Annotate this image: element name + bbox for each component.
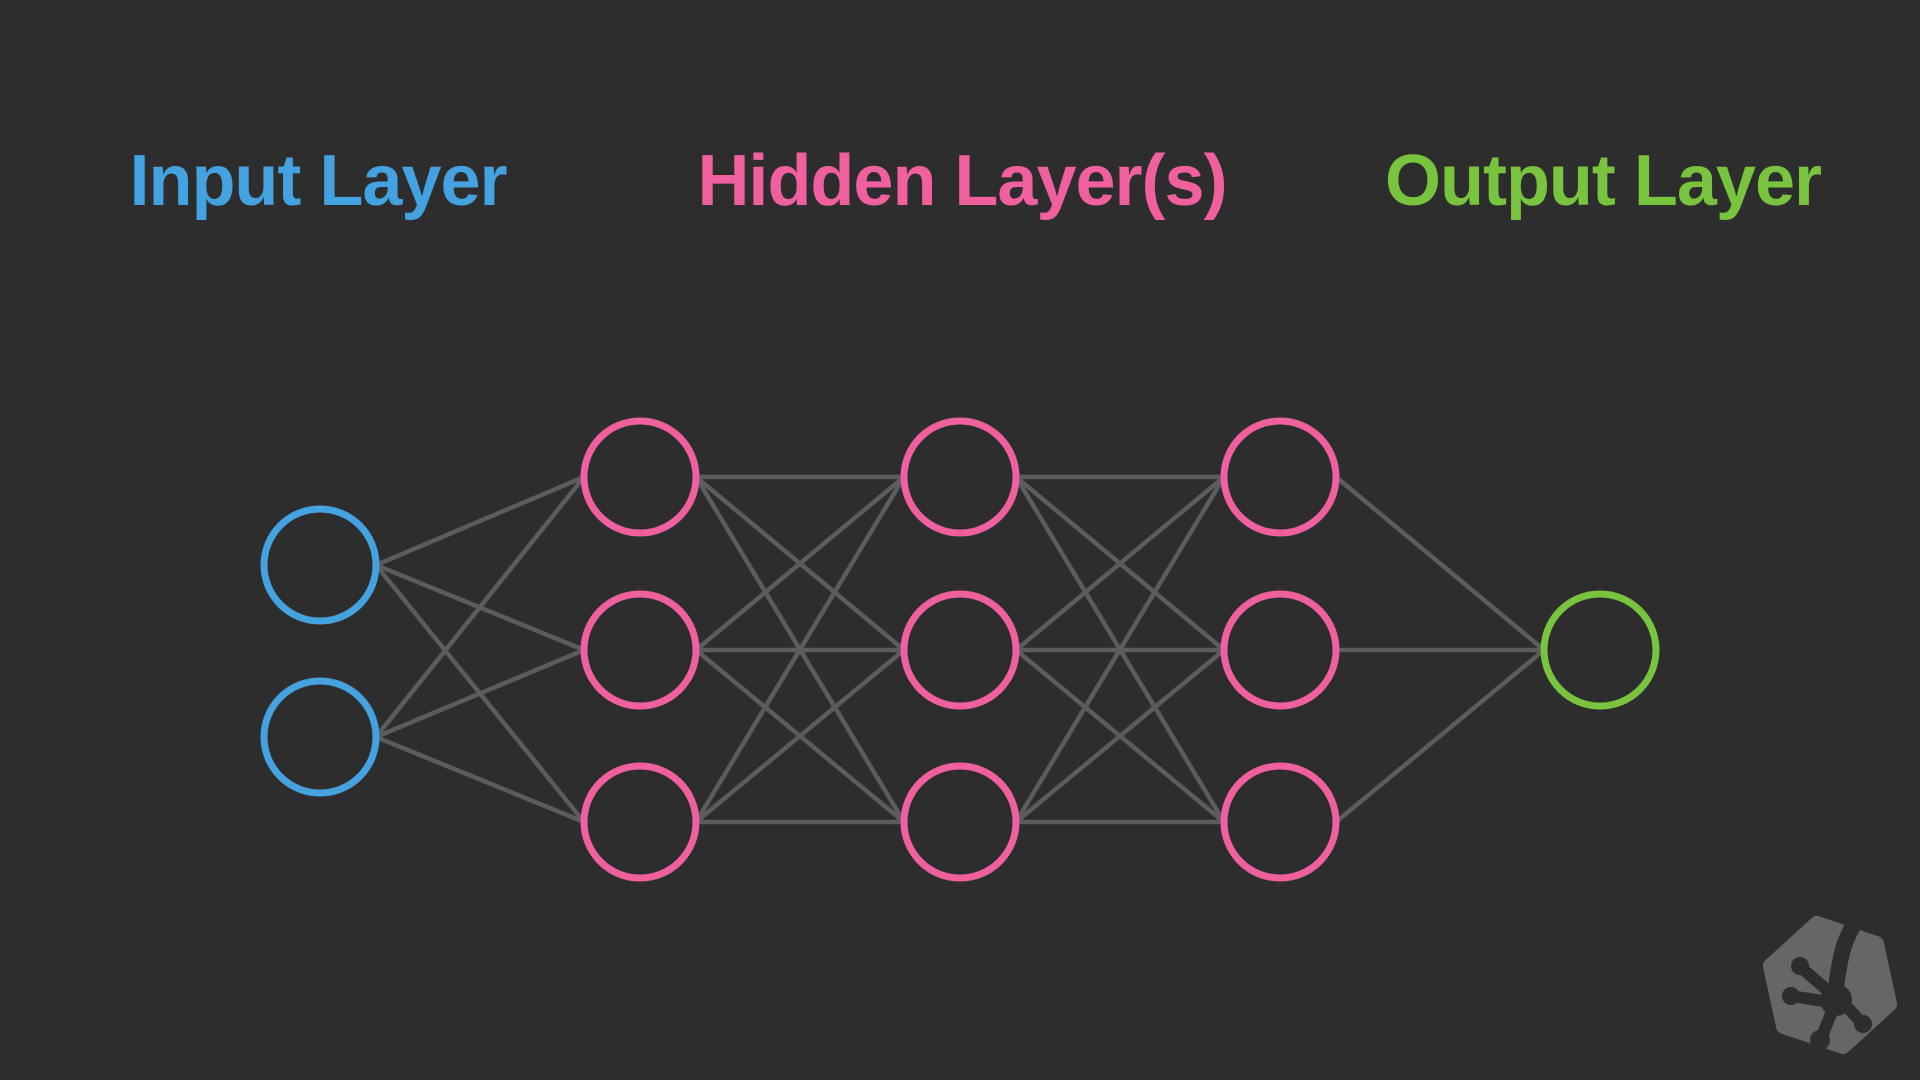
hidden-layer-2-node-1 [900,417,1020,537]
hidden-layer-3-node-1 [1220,417,1340,537]
output-layer-title: Output Layer [1384,141,1822,221]
output-layer-node-1 [1540,590,1660,710]
edge-hidden-layer-1-to-hidden-layer-2 [694,475,906,652]
edge-hidden-layer-2-to-hidden-layer-3 [1014,475,1226,824]
network-nodes [260,417,1660,882]
logo-footprint-cutout [1791,903,1876,1042]
edge-input-layer-to-hidden-layer-1 [375,474,585,568]
edge-hidden-layer-3-to-output-layer [1334,648,1546,824]
edge-hidden-layer-3-to-output-layer [1334,475,1546,652]
edge-input-layer-to-hidden-layer-1 [374,475,586,739]
edge-hidden-layer-2-to-hidden-layer-3 [1014,648,1226,824]
edge-hidden-layer-1-to-hidden-layer-2 [694,475,906,824]
edge-hidden-layer-1-to-hidden-layer-2 [694,648,906,824]
edge-input-layer-to-hidden-layer-1 [375,647,585,740]
input-layer-node-2 [260,677,380,797]
hidden-layer-2-node-3 [900,762,1020,882]
hidden-layer-title: Hidden Layer(s) [697,141,1227,221]
hexagon-footprint-logo [1763,903,1897,1054]
edge-input-layer-to-hidden-layer-1 [375,734,585,825]
hidden-layer-1-node-2 [580,590,700,710]
hidden-layer-1-node-3 [580,762,700,882]
input-layer-title: Input Layer [129,141,507,221]
edge-hidden-layer-2-to-hidden-layer-3 [1014,475,1226,652]
hidden-layer-3-node-2 [1220,590,1340,710]
hidden-layer-1-node-1 [580,417,700,537]
logo-footprint-pads [1782,957,1872,1050]
connection-lines [374,474,1546,825]
input-layer-node-1 [260,505,380,625]
hidden-layer-3-node-3 [1220,762,1340,882]
hidden-layer-2-node-2 [900,590,1020,710]
